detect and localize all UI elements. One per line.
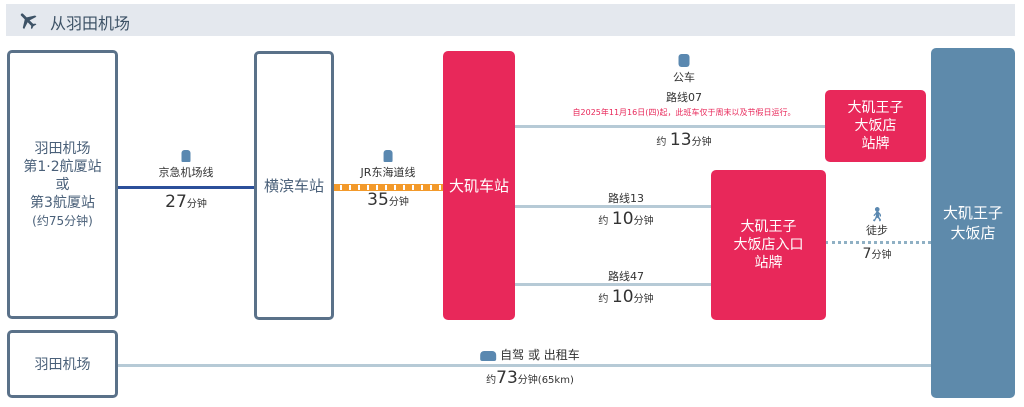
- mode-label: 徒步: [866, 224, 888, 237]
- airplane-icon: [20, 13, 37, 30]
- label: 羽田机场: [34, 357, 91, 373]
- bus07-time: 约 13分钟: [656, 130, 711, 150]
- mode-label: 自驾 或 出租车: [500, 348, 580, 362]
- label: 横滨车站: [263, 177, 324, 195]
- jr-time: 35分钟: [367, 190, 409, 210]
- hotel-box: 大矶王子大饭店: [931, 48, 1015, 398]
- time-value: 35: [367, 190, 389, 210]
- route-name: JR东海道线: [360, 166, 416, 179]
- time-unit: 分钟: [633, 294, 654, 305]
- time-unit: 分钟: [388, 197, 409, 208]
- label: 或: [55, 176, 70, 193]
- time-value: 10: [611, 209, 634, 229]
- car-line: [117, 364, 931, 367]
- bus07-label: 公车 路线07 自2025年11月16日(四)起，此班车仅于周末以及节假日运行。: [572, 54, 796, 118]
- duration-label: (约75分钟): [32, 213, 93, 228]
- mode-label: 公车: [673, 71, 695, 84]
- train-icon: [383, 150, 393, 162]
- time-value: 10: [611, 287, 634, 307]
- time-unit: 分钟: [871, 250, 892, 261]
- oiso-station-box: 大矶车站: [443, 51, 515, 320]
- time-value: 27: [165, 192, 187, 212]
- bus-icon: [678, 54, 690, 67]
- service-notice: 自2025年11月16日(四)起，此班车仅于周末以及节假日运行。: [572, 108, 796, 117]
- time-value: 13: [669, 130, 692, 150]
- route-name: 京急机场线: [158, 166, 214, 179]
- label: 大饭店入口: [733, 237, 804, 253]
- prefix: 约: [598, 216, 609, 227]
- bus47-name: 路线47: [608, 270, 644, 283]
- train-icon: [181, 150, 191, 162]
- label: 大矶王子: [942, 204, 1003, 222]
- time-value: 7: [862, 246, 872, 262]
- bus07-line: [515, 125, 825, 128]
- bus47-time: 约 10分钟: [598, 287, 653, 307]
- header-title: 从羽田机场: [50, 14, 131, 33]
- label: 大饭店: [950, 224, 996, 242]
- label: 站牌: [861, 136, 890, 152]
- walk-label: 🚶︎ 徒步: [866, 208, 888, 238]
- prefix: 约: [598, 294, 609, 305]
- bus-stop-box: 大矶王子大饭店站牌: [825, 90, 926, 162]
- bus13-name: 路线13: [608, 192, 644, 205]
- label: 羽田机场: [34, 140, 91, 157]
- label: 大矶王子: [847, 100, 904, 116]
- route-name: 路线07: [666, 91, 702, 104]
- time-unit: 分钟: [186, 199, 207, 210]
- time-value: 73: [496, 368, 518, 388]
- jr-label: JR东海道线: [360, 150, 416, 180]
- walking-icon: 🚶︎: [868, 207, 886, 223]
- time-unit: 分钟: [633, 216, 654, 227]
- prefix: 约: [486, 375, 497, 386]
- label: 第3航厦站: [30, 194, 95, 211]
- label: 大饭店: [854, 118, 897, 134]
- car-label: 自驾 或 出租车: [480, 346, 580, 363]
- time-unit: 分钟: [691, 137, 712, 148]
- label: 站牌: [754, 255, 783, 271]
- prefix: 约: [656, 137, 667, 148]
- label: 大矶车站: [448, 176, 509, 195]
- yokohama-station-box: 横滨车站: [254, 51, 334, 320]
- haneda-terminals-box: 羽田机场第1·2航厦站或第3航厦站 (约75分钟): [7, 50, 118, 319]
- bus13-time: 约 10分钟: [598, 209, 653, 229]
- section-header: 从羽田机场: [6, 4, 1015, 36]
- keikyu-line: [117, 186, 254, 189]
- walk-line: [825, 241, 931, 244]
- time-unit: 分钟(65km): [517, 375, 574, 386]
- keikyu-time: 27分钟: [165, 192, 207, 212]
- walk-time: 7分钟: [863, 246, 892, 262]
- label: 大矶王子: [740, 219, 797, 235]
- keikyu-label: 京急机场线: [159, 150, 214, 180]
- label: 第1·2航厦站: [23, 158, 102, 175]
- entrance-stop-box: 大矶王子大饭店入口站牌: [711, 170, 826, 320]
- car-icon: [480, 350, 497, 361]
- haneda-box: 羽田机场: [7, 330, 118, 398]
- jr-line: [333, 184, 443, 191]
- car-time: 约73分钟(65km): [486, 368, 574, 388]
- bus13-line: [515, 205, 711, 208]
- bus47-line: [515, 283, 711, 286]
